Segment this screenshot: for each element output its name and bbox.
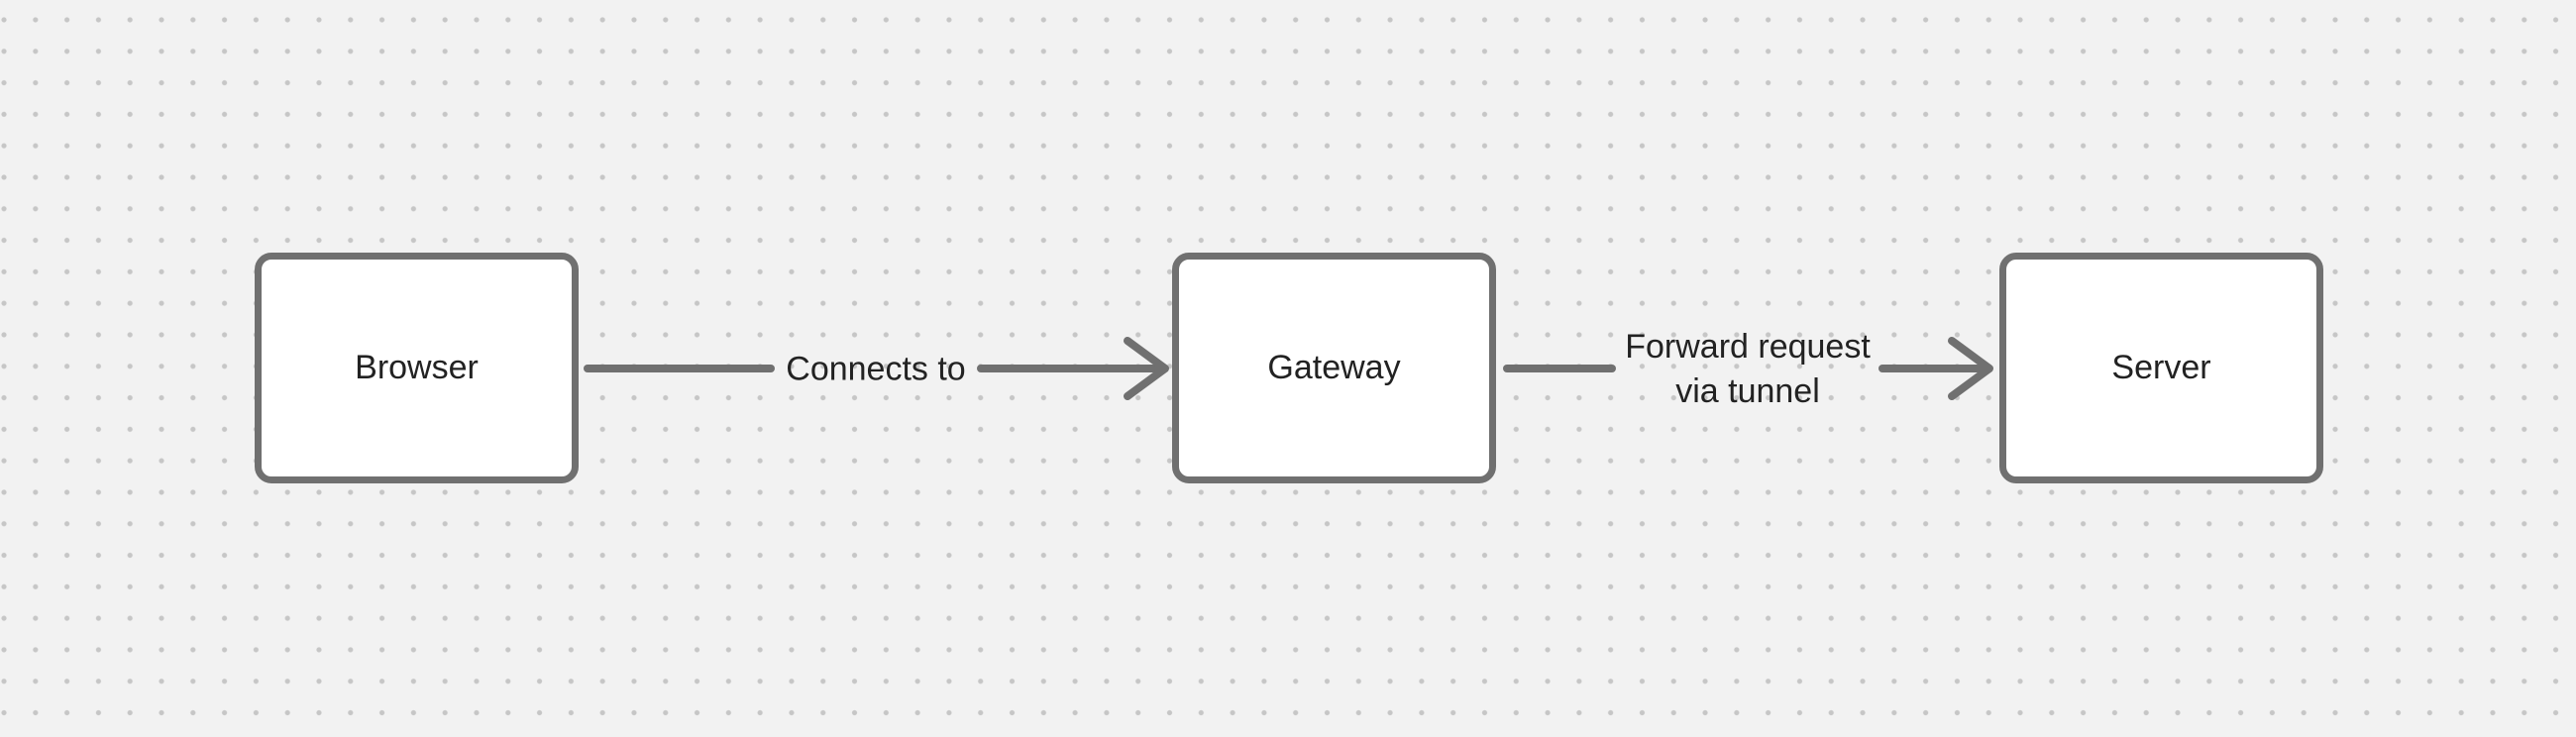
edge-browser-gateway[interactable]: [584, 337, 1169, 400]
edge-label-forward-request[interactable]: Forward request via tunnel: [1625, 325, 1871, 414]
node-browser-label: Browser: [355, 349, 479, 386]
edge-label-line: Forward request: [1625, 328, 1871, 366]
node-server[interactable]: Server: [1999, 253, 2323, 483]
node-gateway[interactable]: Gateway: [1172, 253, 1496, 483]
node-browser[interactable]: Browser: [255, 253, 579, 483]
connector-arrowhead[interactable]: [1948, 337, 1993, 400]
node-server-label: Server: [2111, 349, 2211, 386]
connector-arrowhead[interactable]: [1124, 337, 1169, 400]
node-gateway-label: Gateway: [1267, 349, 1401, 386]
edge-label-connects-to[interactable]: Connects to: [786, 348, 965, 392]
edge-gateway-server[interactable]: [1503, 337, 1993, 400]
edge-label-line: Connects to: [786, 350, 966, 388]
edge-label-line: via tunnel: [1675, 372, 1820, 410]
